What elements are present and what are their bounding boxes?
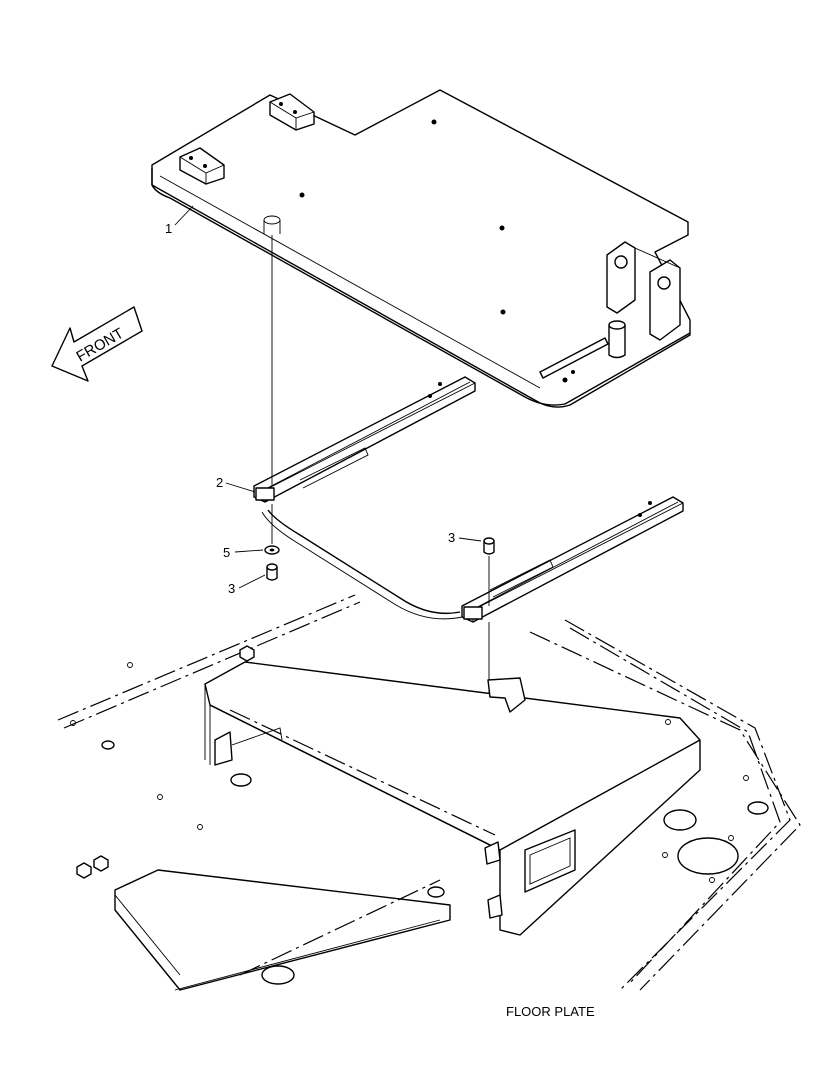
slide-release-bar [267,509,461,615]
front-direction-arrow: FRONT [51,306,143,382]
callout-2-number: 2 [216,475,223,490]
washer-part-5 [264,545,280,555]
callout-3-left: 3 [228,574,266,596]
callout-3-left-number: 3 [228,581,235,596]
callout-5: 5 [223,545,264,560]
callout-5-number: 5 [223,545,230,560]
callout-1-number: 1 [165,221,172,236]
seat-slide-rail-right [461,496,684,623]
callout-2: 2 [216,475,256,493]
seat-mounting-plate [151,89,691,408]
seat-slide-rail-left [253,376,476,503]
bolt-part-3-right [483,537,495,555]
floor-plate-caption: FLOOR PLATE [506,1004,595,1019]
callout-1: 1 [165,205,194,236]
callout-3-right: 3 [448,530,482,545]
bolt-part-3-left [266,563,278,581]
callout-3-right-number: 3 [448,530,455,545]
floor-plate [57,594,801,991]
